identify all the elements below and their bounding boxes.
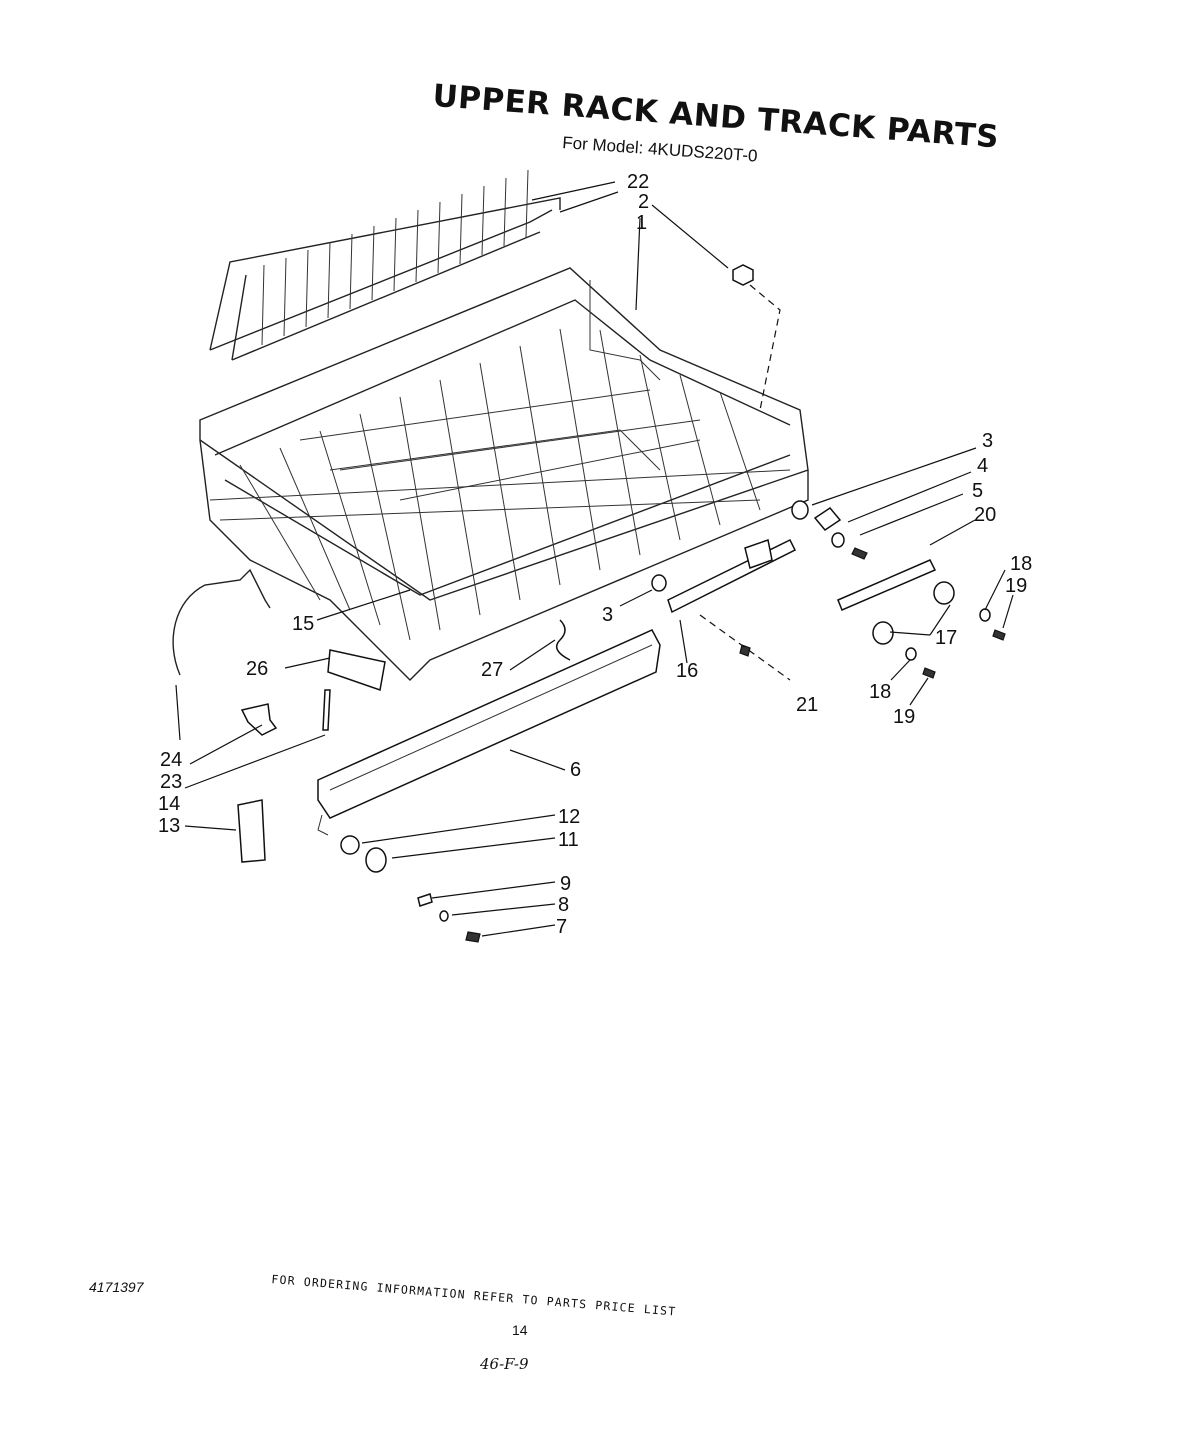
leader-lines <box>175 181 1014 937</box>
arm-part-20 <box>837 559 937 611</box>
screw-part-19b <box>922 667 936 679</box>
callout-15: 15 <box>292 613 314 635</box>
callout-4: 4 <box>977 455 988 477</box>
upper-rack-drawing <box>199 267 809 681</box>
bracket-part <box>744 539 773 569</box>
callout-2: 2 <box>638 191 649 213</box>
callout-6: 6 <box>570 759 581 781</box>
callout-19b: 19 <box>893 706 915 728</box>
callout-22: 22 <box>627 171 649 193</box>
roller-part-12 <box>340 835 360 855</box>
callout-16: 16 <box>676 660 698 682</box>
clip-part-2 <box>732 264 754 286</box>
callout-1: 1 <box>636 212 647 234</box>
callout-17: 17 <box>935 627 957 649</box>
callout-9: 9 <box>560 873 571 895</box>
screw-part-19a <box>992 629 1006 641</box>
stop-part-26 <box>327 649 386 691</box>
callout-24: 24 <box>160 749 182 771</box>
pin-part-14 <box>322 689 331 731</box>
track-rail-drawing <box>317 629 661 836</box>
roller-part-11 <box>365 847 387 873</box>
roller-part-17a <box>933 581 955 605</box>
callout-27: 27 <box>481 659 503 681</box>
callout-8: 8 <box>558 894 569 916</box>
callout-18a: 18 <box>1010 553 1032 575</box>
washer-part-18b <box>905 647 917 661</box>
roller-part-3a <box>791 500 809 520</box>
callout-3b: 3 <box>602 604 613 626</box>
cup-shelf-drawing <box>209 169 561 361</box>
callout-labels: 22 2 1 3 4 5 20 18 19 17 15 26 27 3 16 2… <box>158 171 1032 938</box>
callout-5: 5 <box>972 480 983 502</box>
screw-part-21 <box>739 644 751 657</box>
callout-18b: 18 <box>869 681 891 703</box>
end-cap-part-13 <box>237 799 266 863</box>
callout-20: 20 <box>974 504 996 526</box>
washer-part-18a <box>979 608 991 622</box>
callout-21: 21 <box>796 694 818 716</box>
callout-11: 11 <box>558 829 579 851</box>
callout-23: 23 <box>160 771 182 793</box>
axle-part-9 <box>417 893 433 907</box>
latch-part-23 <box>240 703 278 736</box>
screw-part-7 <box>465 931 481 943</box>
small-parts <box>172 264 1006 943</box>
callout-7: 7 <box>556 916 567 938</box>
callout-3a: 3 <box>982 430 993 452</box>
callout-12: 12 <box>558 806 580 828</box>
callout-19a: 19 <box>1005 575 1027 597</box>
roller-part-17b <box>872 621 894 645</box>
callout-13: 13 <box>158 815 180 837</box>
harness-part-24 <box>172 568 271 676</box>
handwritten-note: 46-F-9 <box>480 1355 529 1373</box>
bracket-part-4 <box>813 507 842 531</box>
page-number: 14 <box>512 1322 528 1338</box>
screw-part <box>851 547 868 560</box>
document-number: 4171397 <box>89 1279 144 1295</box>
washer-part-5 <box>831 532 845 548</box>
roller-part-3b <box>651 574 667 592</box>
clip-part-27 <box>555 619 571 661</box>
callout-14: 14 <box>158 793 180 815</box>
washer-part-8 <box>439 910 449 922</box>
callout-26: 26 <box>246 658 268 680</box>
